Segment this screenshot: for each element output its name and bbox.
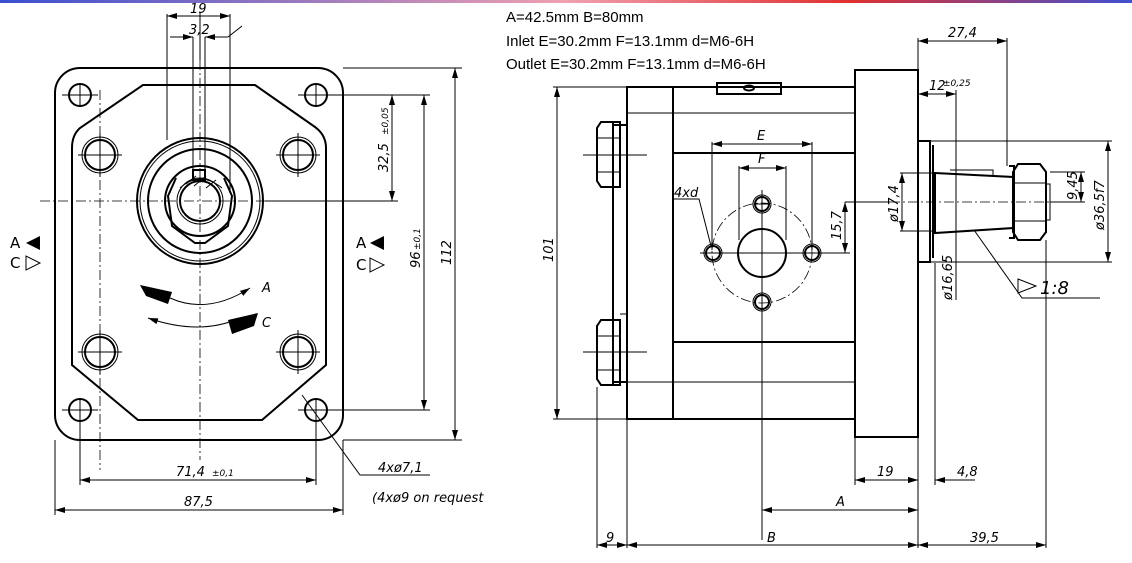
svg-text:101: 101 bbox=[542, 237, 557, 262]
filled-triangle-icon bbox=[26, 236, 40, 250]
tapered-shaft bbox=[918, 140, 1014, 263]
front-dimensions: 19 3,2 32,5 ±0,05 96 ±0,1 112 71,4 ±0,1 … bbox=[54, 2, 484, 515]
svg-text:32,5: 32,5 bbox=[377, 143, 392, 172]
rotation-a-label: A bbox=[261, 281, 271, 296]
spec-line-ab: A=42.5mm B=80mm bbox=[506, 9, 644, 26]
svg-text:±0,1: ±0,1 bbox=[413, 228, 423, 250]
svg-text:C: C bbox=[10, 254, 20, 272]
svg-text:15,7: 15,7 bbox=[830, 210, 845, 240]
mounting-flange bbox=[854, 69, 919, 438]
svg-text:1:8: 1:8 bbox=[1040, 278, 1069, 299]
rotation-c-label: C bbox=[262, 316, 272, 331]
svg-text:A: A bbox=[835, 495, 845, 510]
side-dimensions: 27,4 12 ±0,25 ø17,4 ø16,65 9,45 ø36,5f7 … bbox=[542, 26, 1112, 548]
svg-text:9: 9 bbox=[606, 531, 614, 546]
svg-text:B: B bbox=[767, 531, 776, 546]
svg-text:71,4: 71,4 bbox=[176, 465, 205, 480]
svg-text:96: 96 bbox=[409, 251, 424, 268]
nut-bottom bbox=[583, 313, 647, 386]
spec-line-outlet: Outlet E=30.2mm F=13.1mm d=M6-6H bbox=[506, 56, 766, 73]
nut-top bbox=[583, 121, 647, 188]
shaft-nut bbox=[1012, 163, 1047, 241]
svg-text:ø36,5f7: ø36,5f7 bbox=[1093, 180, 1108, 231]
nameplate bbox=[716, 82, 782, 95]
port bbox=[700, 190, 850, 540]
svg-text:E: E bbox=[757, 129, 766, 144]
svg-text:±0,25: ±0,25 bbox=[943, 79, 971, 89]
taper-triangle-icon bbox=[1017, 278, 1038, 294]
top-accent-bar bbox=[0, 0, 1132, 3]
filled-triangle-icon bbox=[370, 236, 384, 250]
spec-text: A=42.5mm B=80mm Inlet E=30.2mm F=13.1mm … bbox=[506, 9, 766, 73]
svg-text:±0,1: ±0,1 bbox=[212, 469, 234, 479]
svg-text:87,5: 87,5 bbox=[184, 495, 213, 510]
spec-line-inlet: Inlet E=30.2mm F=13.1mm d=M6-6H bbox=[506, 33, 754, 50]
svg-text:19: 19 bbox=[877, 465, 894, 480]
svg-text:39,5: 39,5 bbox=[970, 531, 999, 546]
svg-text:ø16,65: ø16,65 bbox=[941, 255, 956, 301]
svg-text:3,2: 3,2 bbox=[189, 23, 210, 38]
svg-text:4xd: 4xd bbox=[674, 186, 699, 201]
svg-text:A: A bbox=[10, 234, 21, 252]
legend-right: A C bbox=[356, 234, 386, 274]
svg-text:F: F bbox=[758, 152, 766, 167]
svg-text:(4xø9 on request: (4xø9 on request bbox=[372, 491, 484, 506]
svg-text:A: A bbox=[356, 234, 367, 252]
svg-text:4,8: 4,8 bbox=[957, 465, 978, 480]
legend-left: A C bbox=[10, 234, 42, 272]
svg-text:12: 12 bbox=[929, 79, 946, 94]
outline-triangle-icon bbox=[369, 257, 386, 273]
mounting-flange-outline bbox=[54, 67, 344, 441]
svg-text:112: 112 bbox=[440, 240, 455, 265]
rotation-arrows: A C bbox=[140, 281, 272, 334]
svg-text:C: C bbox=[356, 256, 366, 274]
svg-text:ø17,4: ø17,4 bbox=[887, 185, 902, 223]
svg-text:27,4: 27,4 bbox=[948, 26, 977, 41]
svg-text:4xø7,1: 4xø7,1 bbox=[378, 461, 423, 476]
svg-text:±0,05: ±0,05 bbox=[381, 107, 391, 135]
svg-text:9,45: 9,45 bbox=[1066, 171, 1081, 200]
side-view: 27,4 12 ±0,25 ø17,4 ø16,65 9,45 ø36,5f7 … bbox=[542, 26, 1112, 548]
housing-outline bbox=[71, 84, 327, 421]
outline-triangle-icon bbox=[25, 255, 42, 271]
front-view: A C A C A C 19 3,2 32,5 ±0,0 bbox=[10, 2, 484, 515]
svg-text:19: 19 bbox=[190, 2, 207, 17]
